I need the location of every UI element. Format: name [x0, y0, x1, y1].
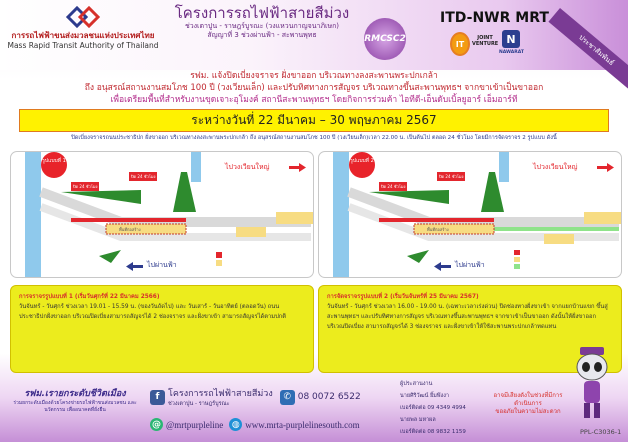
footer-slogan: รฟม.เรายกระดับชีวิตเมือง	[24, 389, 126, 399]
work-area	[413, 223, 495, 235]
facebook-icon: f	[150, 389, 165, 405]
contact-block: ผู้ประสานงาน นายศิริวัฒน์ ยิ้มพึงงา เบอร…	[400, 378, 466, 438]
facebook-page-link[interactable]: โครงการรถไฟฟ้าสายสีม่วง	[168, 389, 273, 399]
apology-line-2: ขออภัยในความไม่สะดวก	[495, 408, 561, 415]
pattern-badge-1: รูปแบบที่ 1	[41, 152, 67, 178]
map-panel-2: รูปแบบที่ 2 ไปวงเวียนใหญ่ ไปผ่านฟ้า ปิด …	[318, 151, 622, 278]
document-code: PPL-C3036-1	[580, 428, 622, 436]
river	[25, 152, 41, 277]
mrta-logo-icon	[66, 6, 100, 28]
itd-logo: IT	[450, 32, 470, 56]
closure-summary: ปิดเบี่ยงจราจรถนนประชาธิปก ฝั่งขาออก บริ…	[71, 135, 557, 141]
website-link[interactable]: www.mrta-purplelinesouth.com	[245, 419, 360, 430]
apology-line-1: อาจมีเสียงดังในช่วงที่มีการดำเนินการ	[493, 392, 563, 407]
jv-name: ITD-NWR MRT	[440, 10, 549, 26]
work-area	[236, 227, 266, 237]
closed-24h-label: ปิด 24 ชั่วโมง	[379, 182, 408, 191]
monument	[173, 172, 196, 212]
to-wongwian-yai-label: ไปวงเวียนใหญ่	[533, 163, 578, 171]
project-section: ช่วงเตาปูน - ราษฎร์บูรณะ (วงแหวนกาญจนาภิ…	[184, 22, 340, 30]
contact-1-phone: เบอร์ติดต่อ 09 4349 4994	[400, 405, 466, 411]
robot-mascot-icon	[576, 347, 608, 418]
legend-closed	[216, 252, 222, 258]
footer-slogan-block: รฟม.เรายกระดับชีวิตเมือง ร่วมยกระดับเมือ…	[3, 388, 147, 414]
nawarat-label: NAWARAT	[499, 50, 524, 55]
pattern-1-body: วันจันทร์ - วันศุกร์ ช่วงเวลา 19.01 - 15…	[19, 304, 287, 320]
to-wongwian-yai-label: ไปวงเวียนใหญ่	[225, 163, 270, 171]
project-heading: โครงการรถไฟฟ้าสายสีม่วง ช่วงเตาปูน - ราษ…	[166, 4, 358, 40]
announcement-line-2: ถึง อนุสรณ์สถานงานสมโภช 100 ปี (วงเวียนเ…	[84, 83, 544, 93]
footer-slogan-sub: ร่วมยกระดับเมืองด้วยโครงข่ายรถไฟฟ้าขนส่ง…	[13, 400, 137, 413]
contact-title: ผู้ประสานงาน	[400, 381, 433, 387]
pattern-badge-2: รูปแบบที่ 2	[349, 152, 375, 178]
pattern-2-info: การจัดจราจรรูปแบบที่ 2 (เริ่มวันจันทร์ที…	[318, 285, 622, 373]
contact-2-phone: เบอร์ติดต่อ 08 9832 1159	[400, 429, 466, 435]
contact-1-name: นายศิริวัฒน์ ยิ้มพึงงา	[400, 393, 450, 399]
date-banner: ระหว่างวันที่ 22 มีนาคม – 30 พฤษภาคม 256…	[19, 109, 609, 132]
phone-number[interactable]: 08 0072 6522	[297, 392, 361, 402]
facebook-block: โครงการรถไฟฟ้าสายสีม่วง ช่วงเตาปูน - ราษ…	[168, 386, 273, 408]
right-arrow-icon	[597, 166, 609, 169]
footer-contact-row-2: @ @mrtpurpleline ◍ www.mrta-purplelineso…	[150, 418, 360, 431]
pattern-2-body: วันจันทร์ - วันศุกร์ ช่วงเวลา 16.00 - 19…	[327, 304, 608, 330]
work-area	[105, 223, 187, 235]
legend-work	[216, 260, 222, 266]
org-name-en: Mass Rapid Transit Authority of Thailand	[7, 41, 159, 50]
facebook-page-sub: ช่วงเตาปูน - ราษฎร์บูรณะ	[168, 401, 230, 407]
canal	[191, 152, 201, 182]
joint-venture-label: JOINT VENTURE	[472, 35, 499, 47]
left-arrow-icon	[439, 265, 451, 268]
traffic-map-1	[25, 152, 313, 277]
contact-2-name: นายพล มหาผล	[400, 417, 436, 423]
legend-work	[514, 257, 520, 262]
work-area	[276, 212, 313, 224]
org-name-th: การรถไฟฟ้าขนส่งมวลชนแห่งประเทศไทย	[11, 31, 155, 40]
project-contract: สัญญาที่ 3 ช่วงผ่านฟ้า - สะพานพุทธ	[207, 31, 317, 39]
globe-icon: ◍	[229, 418, 243, 431]
work-area-label: พื้นที่ก่อสร้าง	[427, 227, 449, 232]
pattern-1-info: การจราจรรูปแบบที่ 1 (เริ่มวันศุกร์ที่ 22…	[10, 285, 314, 373]
to-phan-fa-label: ไปผ่านฟ้า	[147, 261, 177, 269]
footer-contact-row-1: f โครงการรถไฟฟ้าสายสีม่วง ช่วงเตาปูน - ร…	[150, 386, 361, 408]
traffic-map-2	[333, 152, 621, 277]
pattern-2-title: การจัดจราจรรูปแบบที่ 2 (เริ่มวันจันทร์ที…	[327, 294, 479, 300]
to-phan-fa-label: ไปผ่านฟ้า	[455, 261, 485, 269]
map-panel-1: รูปแบบที่ 1 ไปวงเวียนใหญ่ ไปผ่านฟ้า ปิด …	[10, 151, 314, 278]
nawarat-logo: N	[502, 30, 520, 48]
announcement-line-3: เพื่อเตรียมพื้นที่สำหรับงานขุดเจาะอุโมงค…	[110, 95, 518, 105]
work-area	[544, 234, 574, 244]
closed-24h-label: ปิด 24 ชั่วโมง	[129, 172, 158, 181]
rmcsc2-logo: RMCSC2	[364, 18, 406, 60]
closed-24h-label: ปิด 24 ชั่วโมง	[71, 182, 100, 191]
work-area	[584, 212, 621, 224]
phone-icon: ✆	[279, 389, 295, 405]
park	[407, 250, 429, 263]
line-id-link[interactable]: @mrtpurpleline	[166, 419, 224, 430]
canal	[499, 152, 509, 182]
line-icon: @	[150, 418, 163, 431]
park	[99, 250, 121, 263]
monument	[481, 172, 504, 212]
header-band	[0, 0, 628, 70]
river	[333, 152, 349, 277]
work-area-label: พื้นที่ก่อสร้าง	[119, 227, 141, 232]
project-title: โครงการรถไฟฟ้าสายสีม่วง	[174, 4, 350, 22]
right-arrow-icon	[289, 166, 301, 169]
legend-closed	[514, 250, 520, 255]
park	[61, 190, 141, 204]
left-arrow-icon	[131, 265, 143, 268]
mrta-branding: การรถไฟฟ้าขนส่งมวลชนแห่งประเทศไทย Mass R…	[4, 6, 162, 50]
announcement: รฟม. แจ้งปิดเบี่ยงจราจร ฝั่งขาออก บริเวณ…	[0, 70, 628, 106]
apology-note: อาจมีเสียงดังในช่วงที่มีการดำเนินการ ขออ…	[488, 392, 568, 416]
announcement-line-1: รฟม. แจ้งปิดเบี่ยงจราจร ฝั่งขาออก บริเวณ…	[190, 71, 438, 81]
park	[369, 190, 449, 204]
legend-reversed	[514, 264, 520, 269]
closed-24h-label: ปิด 24 ชั่วโมง	[437, 172, 466, 181]
pattern-1-title: การจราจรรูปแบบที่ 1 (เริ่มวันศุกร์ที่ 22…	[19, 294, 160, 300]
